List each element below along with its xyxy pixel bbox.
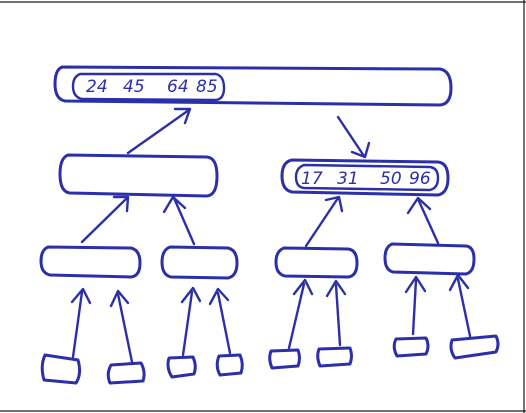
leaf-d-node — [383, 242, 476, 276]
root-key-2: 45 — [123, 77, 145, 97]
root-key-4: 85 — [196, 77, 218, 97]
right-key-buffer — [294, 163, 440, 192]
arrow-root-to-right-child — [336, 115, 371, 159]
bottom-block-2 — [106, 361, 146, 385]
arrow-leaf-d-to-right-child — [406, 196, 440, 245]
bottom-block-3 — [166, 355, 197, 379]
arrow-leaf-b-to-left-child — [162, 195, 196, 246]
arrow-leaf-c-to-right-child — [304, 195, 344, 248]
root-key-3: 64 — [167, 77, 189, 97]
root-node-outline — [53, 65, 453, 107]
bottom-block-4 — [215, 353, 244, 377]
root-node: 24 45 64 85 — [53, 65, 453, 107]
leaf-b-node — [160, 245, 239, 280]
bottom-block-5 — [268, 348, 301, 370]
arrows-into-leaf-b — [180, 286, 232, 357]
arrow-left-child-to-root — [126, 107, 192, 155]
left-child-node — [58, 153, 219, 198]
arrows-into-leaf-c — [287, 278, 347, 350]
right-key-3: 50 — [380, 169, 402, 189]
arrows-into-leaf-a — [70, 287, 134, 364]
right-key-2: 31 — [337, 169, 359, 189]
right-key-4: 96 — [409, 169, 431, 189]
arrow-leaf-a-to-left-child — [80, 195, 130, 244]
right-key-1: 17 — [301, 169, 323, 189]
root-key-buffer — [71, 72, 226, 102]
bottom-block-1 — [40, 353, 82, 385]
bottom-block-6 — [316, 346, 353, 368]
bottom-block-7 — [392, 336, 430, 358]
leaf-c-node — [274, 246, 359, 279]
right-child-outline — [280, 158, 450, 197]
arrows-into-leaf-d — [404, 273, 472, 338]
root-key-1: 24 — [86, 77, 108, 97]
bottom-block-8 — [449, 334, 500, 360]
right-child-node: 17 31 50 96 — [280, 158, 450, 197]
leaf-a-node — [39, 245, 142, 279]
